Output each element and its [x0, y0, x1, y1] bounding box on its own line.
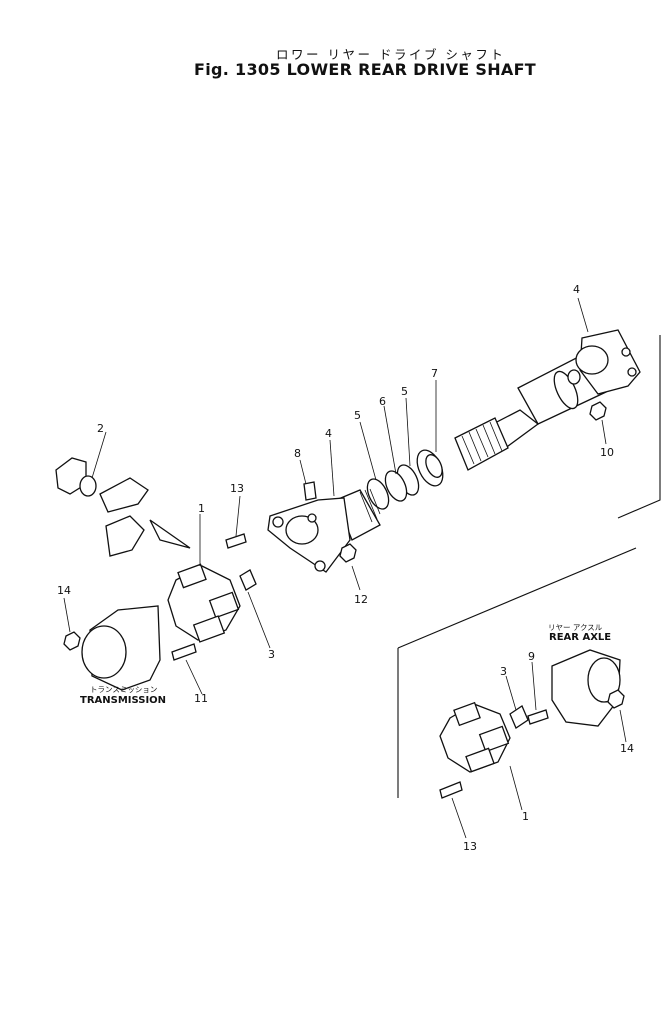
- callout-14-lower: 14: [620, 742, 634, 755]
- callout-10: 10: [600, 446, 614, 459]
- frame-lines: [397, 335, 661, 798]
- callout-13-lower: 13: [463, 840, 477, 853]
- callout-5-left: 5: [354, 409, 361, 422]
- rear-universal-joint: [439, 649, 625, 799]
- callout-3-lower: 3: [500, 665, 507, 678]
- callout-9: 9: [528, 650, 535, 663]
- caption-rear-axle: REAR AXLE: [549, 632, 611, 643]
- callout-6: 6: [379, 395, 386, 408]
- callout-5-right: 5: [401, 385, 408, 398]
- callout-2: 2: [97, 422, 104, 435]
- sleeve-yoke: [267, 481, 381, 573]
- figure-title-japanese: ロワー リヤー ドライブ シャフト: [276, 47, 506, 62]
- caption-transmission: TRANSMISSION: [80, 695, 166, 706]
- captions: トランスミッション TRANSMISSION リヤー アクスル REAR AXL…: [80, 623, 611, 706]
- callout-3-upper: 3: [268, 648, 275, 661]
- callout-12: 12: [354, 593, 368, 606]
- callout-1-lower: 1: [522, 810, 529, 823]
- callout-11: 11: [194, 692, 208, 705]
- callout-1-upper: 1: [198, 502, 205, 515]
- caption-rear-axle-jp: リヤー アクスル: [548, 623, 603, 632]
- callout-labels: 4 7 5 6 5 4 8 10 12 13 1 2 3 14 11 3 9 1…: [57, 283, 634, 853]
- callout-8: 8: [294, 447, 301, 460]
- left-universal-joint: [55, 457, 257, 691]
- callout-14-upper: 14: [57, 584, 71, 597]
- drive-shaft: [454, 329, 641, 471]
- figure-title: Fig. 1305 LOWER REAR DRIVE SHAFT: [194, 60, 537, 79]
- callout-4-right: 4: [573, 283, 580, 296]
- leader-lines: [63, 297, 627, 839]
- callout-7: 7: [431, 367, 438, 380]
- seal-rings: [366, 449, 444, 510]
- caption-transmission-jp: トランスミッション: [90, 685, 157, 694]
- callout-13-upper: 13: [230, 482, 244, 495]
- callout-4-left: 4: [325, 427, 332, 440]
